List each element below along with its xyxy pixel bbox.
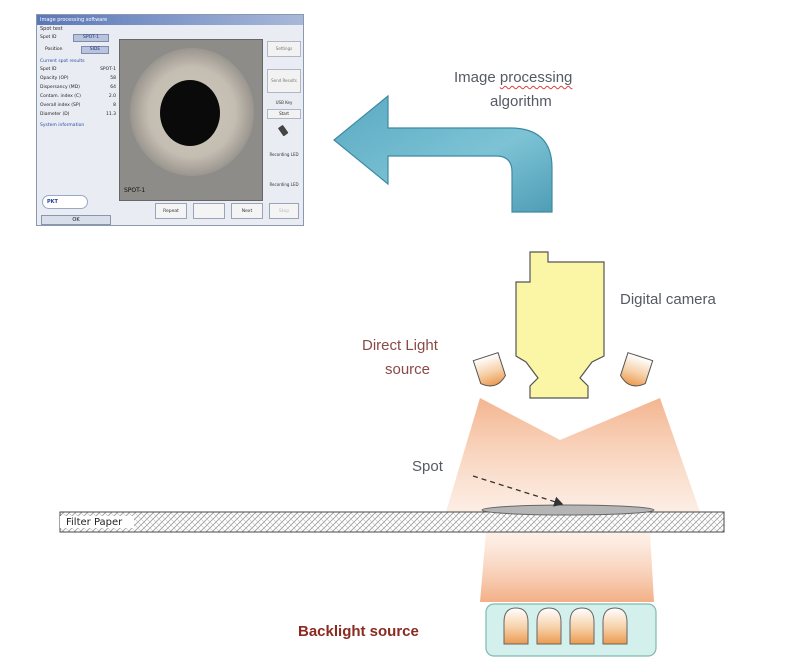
direct-light-label-line2: source xyxy=(385,361,431,378)
result-row: Diameter (D)11.3 xyxy=(40,112,116,117)
recording-led-label-2: Recording LED xyxy=(269,182,299,187)
settings-button[interactable]: Settings xyxy=(267,41,301,57)
company-logo: PKT xyxy=(42,195,88,209)
direct-light-cone xyxy=(446,398,700,512)
processing-arrow xyxy=(333,94,553,213)
usb-key-icon xyxy=(278,125,289,136)
position-label: Position xyxy=(45,47,63,52)
spot-image xyxy=(120,40,262,200)
start-button[interactable]: Start xyxy=(267,109,301,119)
result-row: Overall index (SP)8 xyxy=(40,103,116,108)
backlight-label: Backlight source xyxy=(298,623,419,640)
stop-button[interactable]: Stop xyxy=(269,203,299,219)
spot-pointer xyxy=(472,475,564,507)
result-row: Contam. index (C)2.0 xyxy=(40,94,116,99)
spot-id-label: Spot ID xyxy=(40,35,57,40)
camera-label: Digital camera xyxy=(620,291,716,308)
filter-paper xyxy=(59,511,725,533)
algorithm-label-text: Image processing xyxy=(454,69,573,86)
position-select[interactable]: SIDE xyxy=(81,46,109,54)
repeat-button[interactable]: Repeat xyxy=(155,203,187,219)
backlight-bulbs xyxy=(503,607,628,645)
direct-light-left-icon xyxy=(472,352,506,387)
result-row: Opacity (OP)58 xyxy=(40,76,116,81)
system-info-label: System information xyxy=(40,123,85,128)
bulb-icon xyxy=(503,607,529,645)
blank-button[interactable] xyxy=(193,203,225,219)
usb-key-label: USB Key xyxy=(275,100,293,105)
backlight-cone xyxy=(480,532,654,602)
bulb-icon xyxy=(569,607,595,645)
software-screenshot: Image processing software Spot test Spot… xyxy=(36,14,304,226)
ok-button[interactable]: OK xyxy=(41,215,111,225)
filter-paper-label: Filter Paper xyxy=(66,517,123,528)
algorithm-label-line1: Image processing xyxy=(454,68,572,88)
direct-light-right-icon xyxy=(620,352,654,387)
spot-mark xyxy=(481,504,655,516)
next-button[interactable]: Next xyxy=(231,203,263,219)
recording-led-label-1: Recording LED xyxy=(269,152,299,157)
spot-label: Spot xyxy=(412,458,443,475)
bulb-icon xyxy=(536,607,562,645)
window-subtitle: Spot test xyxy=(40,26,63,32)
send-results-button[interactable]: Send Results xyxy=(267,69,301,93)
current-results-label: Current spot results xyxy=(40,59,85,64)
window-title: Image processing software xyxy=(37,15,303,25)
viewer-spot-label: SPOT-1 xyxy=(124,187,146,194)
spot-id-select[interactable]: SPOT-1 xyxy=(73,34,109,42)
result-row: Dispersancy (MD)64 xyxy=(40,85,116,90)
spot-image-viewer: SPOT-1 xyxy=(119,39,263,201)
camera-icon xyxy=(515,251,605,399)
bulb-icon xyxy=(602,607,628,645)
algorithm-label-line2: algorithm xyxy=(490,93,552,110)
direct-light-label-line1: Direct Light xyxy=(362,337,438,354)
